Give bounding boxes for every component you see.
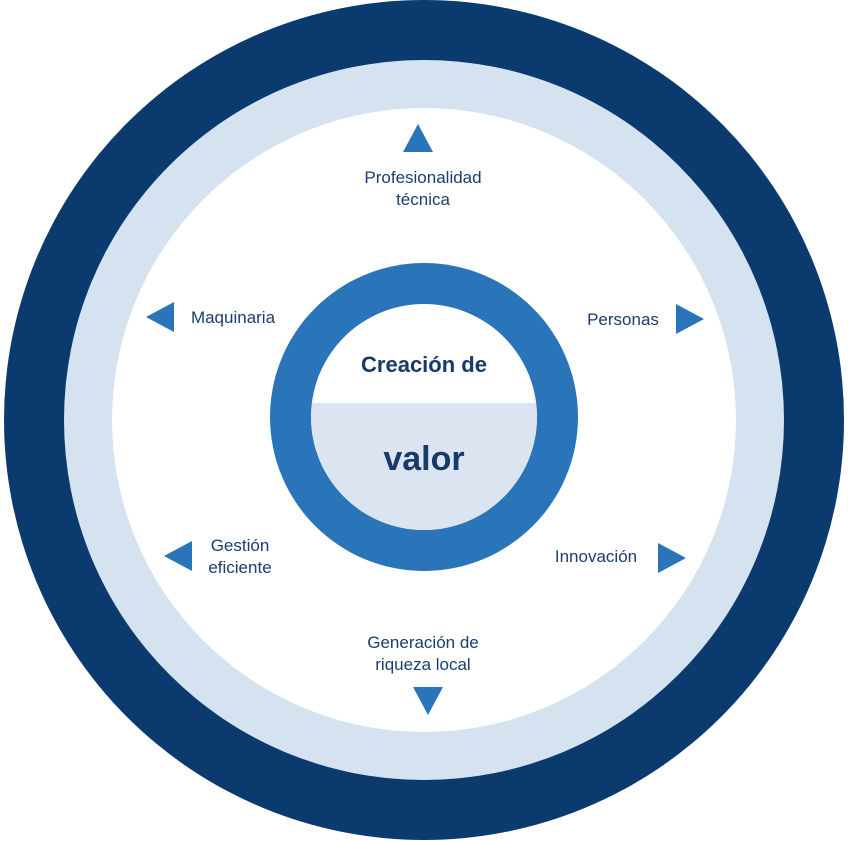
label-line: Personas [587,310,659,329]
center-title-line2: valor [383,440,465,478]
label-line: riqueza local [375,655,471,674]
arrow-left-icon [146,302,174,332]
label-innovacion: Innovación [540,546,652,568]
label-line: Gestión [210,536,270,555]
label-line: técnica [396,190,450,209]
label-generacion-riqueza-local: Generación de riqueza local [323,632,523,676]
label-maquinaria: Maquinaria [183,307,283,329]
center-title-line1: Creación de [361,352,487,377]
arrow-up-icon [403,124,433,152]
label-line: Generación de [367,633,479,652]
arrow-right-icon [658,543,686,573]
label-line: Profesionalidad [364,168,482,187]
label-profesionalidad-tecnica: Profesionalidad técnica [323,167,523,211]
arrow-left-icon [164,541,192,571]
label-line: Innovación [554,547,638,566]
arrow-right-icon [676,304,704,334]
label-gestion-eficiente: Gestión eficiente [193,535,287,579]
arrow-down-icon [413,687,443,715]
label-personas: Personas [573,309,673,331]
label-line: eficiente [208,558,272,577]
label-line: Maquinaria [190,308,276,327]
